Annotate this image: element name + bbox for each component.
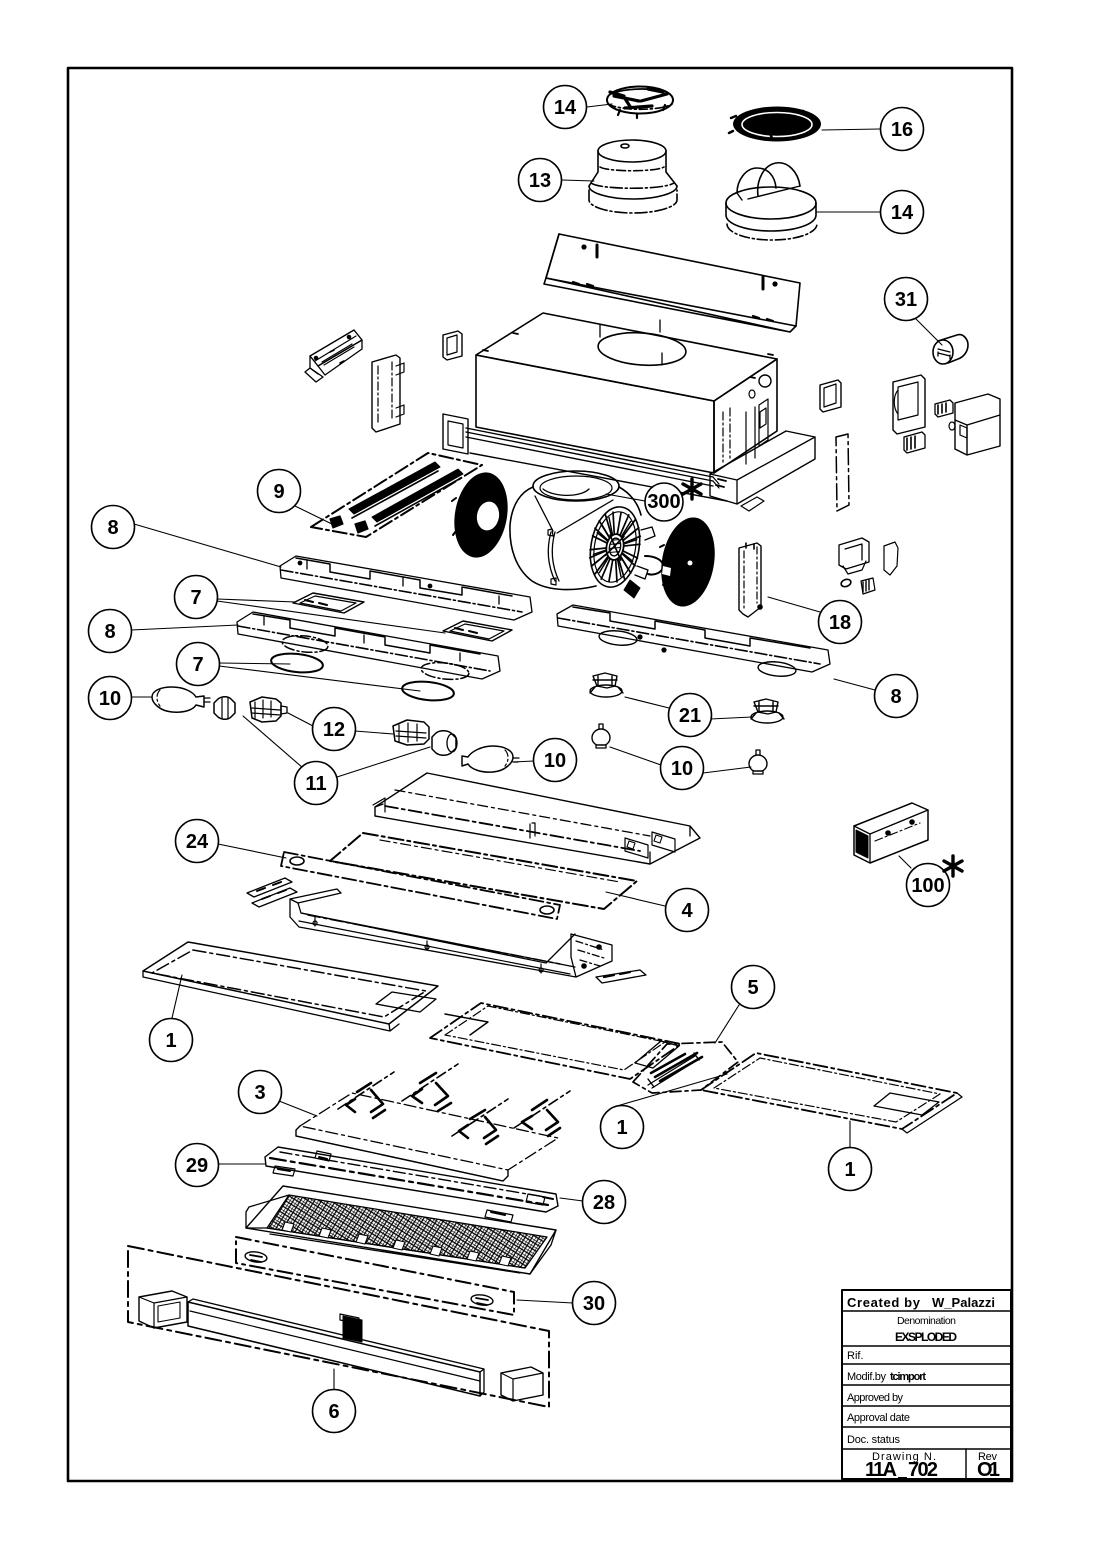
svg-text:Drawing N.: Drawing N.	[872, 1451, 936, 1463]
svg-text:14: 14	[891, 202, 914, 224]
svg-text:Modif.by: Modif.by	[847, 1371, 887, 1383]
svg-text:10: 10	[544, 750, 566, 772]
svg-text:8: 8	[107, 517, 118, 539]
svg-text:1: 1	[616, 1117, 627, 1139]
svg-text:Rif.: Rif.	[847, 1350, 864, 1362]
svg-text:Approved by: Approved by	[847, 1392, 904, 1404]
svg-text:W_Palazzi: W_Palazzi	[932, 1295, 995, 1310]
svg-text:Created by: Created by	[847, 1295, 921, 1310]
svg-text:28: 28	[593, 1192, 615, 1214]
svg-text:9: 9	[273, 481, 284, 503]
svg-text:Denomination: Denomination	[897, 1315, 956, 1327]
svg-text:1: 1	[165, 1030, 176, 1052]
svg-text:16: 16	[891, 119, 913, 141]
svg-text:6: 6	[328, 1401, 339, 1423]
svg-text:Rev: Rev	[978, 1451, 998, 1463]
svg-text:702: 702	[908, 1459, 938, 1481]
svg-text:EXSPLODED: EXSPLODED	[895, 1330, 957, 1344]
svg-text:30: 30	[583, 1293, 605, 1315]
svg-text:31: 31	[895, 289, 917, 311]
svg-text:3: 3	[254, 1082, 265, 1104]
svg-text:10: 10	[99, 688, 121, 710]
svg-text:10: 10	[671, 758, 693, 780]
svg-text:Doc. status: Doc. status	[847, 1434, 901, 1446]
svg-text:1: 1	[844, 1159, 855, 1181]
svg-text:7: 7	[190, 587, 201, 609]
svg-text:11: 11	[305, 773, 326, 795]
svg-text:300: 300	[647, 491, 680, 513]
svg-text:5: 5	[747, 977, 758, 999]
svg-text:13: 13	[529, 170, 551, 192]
svg-text:12: 12	[323, 719, 345, 741]
svg-text:24: 24	[186, 831, 209, 853]
svg-text:100: 100	[911, 875, 944, 897]
svg-text:Approval date: Approval date	[847, 1412, 910, 1424]
svg-text:4: 4	[681, 900, 693, 922]
svg-text:8: 8	[890, 686, 901, 708]
svg-text:11A: 11A	[865, 1459, 897, 1481]
svg-text:21: 21	[679, 705, 701, 727]
svg-text:29: 29	[186, 1155, 208, 1177]
svg-text:7: 7	[192, 654, 203, 676]
svg-text:18: 18	[829, 612, 851, 634]
svg-text:8: 8	[104, 621, 115, 643]
svg-text:O1: O1	[977, 1459, 1000, 1481]
svg-text:14: 14	[554, 97, 577, 119]
svg-text:tcimport: tcimport	[890, 1371, 926, 1383]
